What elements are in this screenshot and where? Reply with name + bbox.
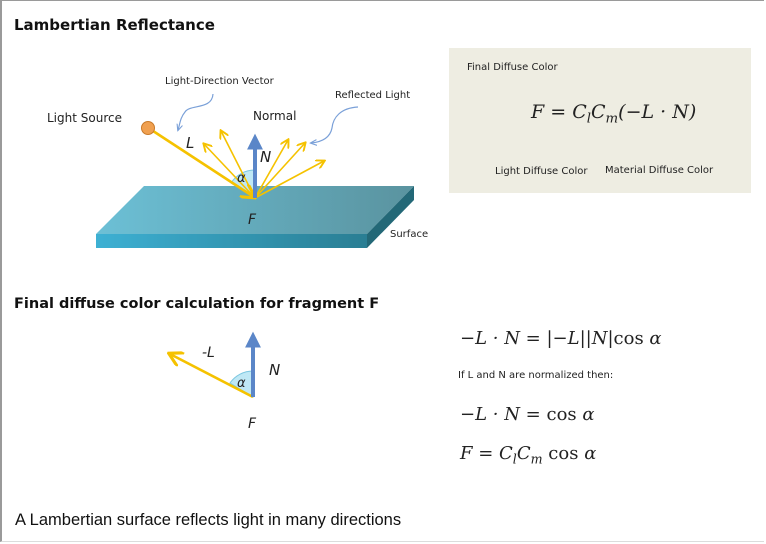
- formula-sub-m: m: [605, 111, 619, 127]
- eq3-sub-m: m: [530, 451, 543, 467]
- eq1-rhs: |−L||N|: [546, 328, 614, 349]
- eq2-alpha: α: [582, 404, 595, 425]
- light-source-icon: [141, 121, 155, 135]
- reflected-ray: [254, 143, 305, 199]
- normal-label: Normal: [253, 109, 297, 123]
- negL-vector: [170, 354, 254, 399]
- light-direction-label: Light-Direction Vector: [165, 76, 274, 87]
- fragment-F-label: F: [248, 212, 257, 228]
- section-title: Final diffuse color calculation for frag…: [14, 296, 380, 312]
- final-diffuse-label: Final Diffuse Color: [467, 62, 558, 73]
- formula-c: C: [591, 101, 606, 123]
- eq3-lhs: F =: [460, 443, 500, 464]
- light-diffuse-label: Light Diffuse Color: [495, 166, 588, 177]
- eq3-sub-l: l: [512, 451, 517, 467]
- reflected-ray: [254, 161, 324, 199]
- angle-alpha-label: α: [237, 171, 246, 186]
- vector-N-bottom-label: N: [269, 361, 281, 379]
- slide-title: Lambertian Reflectance: [14, 16, 215, 34]
- eq3-c: C: [499, 443, 513, 464]
- eq3-cos: cos: [548, 443, 579, 464]
- surface-label: Surface: [390, 229, 429, 240]
- angle-alpha-bottom-label: α: [237, 376, 246, 391]
- formula-c: C: [572, 101, 587, 123]
- callout-light-direction: [178, 93, 214, 130]
- equation-dot-product: −L · N = |−L||N|cos α: [460, 328, 662, 349]
- vector-N-label: N: [260, 148, 272, 166]
- eq2-lhs: −L · N =: [460, 404, 547, 425]
- diffuse-formula: F = ClCm(−L · N): [531, 101, 696, 127]
- vector-negL-label: -L: [202, 345, 215, 361]
- eq1-cos: cos: [613, 328, 644, 349]
- eq2-cos: cos: [546, 404, 577, 425]
- material-diffuse-label: Material Diffuse Color: [605, 165, 714, 176]
- formula-box: [449, 48, 751, 193]
- reflected-ray: [254, 140, 288, 199]
- surface-front: [96, 234, 367, 248]
- reflected-light-label: Reflected Light: [335, 90, 411, 101]
- formula-sub-l: l: [586, 111, 591, 127]
- formula-lhs: F: [531, 101, 545, 123]
- callout-reflected: [311, 106, 359, 143]
- equation-final: F = ClCm cos α: [460, 443, 596, 466]
- formula-tail: (−L · N): [618, 101, 697, 123]
- light-source-label: Light Source: [47, 111, 122, 125]
- surface-top: [96, 186, 414, 234]
- vector-L-label: L: [186, 134, 195, 152]
- eq3-alpha: α: [584, 443, 597, 464]
- eq3-c: C: [516, 443, 531, 464]
- fragment-F-bottom-label: F: [248, 416, 257, 432]
- eq1-lhs: −L · N =: [460, 328, 547, 349]
- formula-eq: =: [544, 101, 573, 123]
- eq1-alpha: α: [649, 328, 662, 349]
- surface-side: [367, 186, 414, 248]
- light-direction-ray: [149, 127, 254, 197]
- normalized-note: If L and N are normalized then:: [458, 370, 614, 381]
- equation-normalized: −L · N = cos α: [460, 404, 595, 425]
- slide-caption: A Lambertian surface reflects light in m…: [15, 511, 402, 529]
